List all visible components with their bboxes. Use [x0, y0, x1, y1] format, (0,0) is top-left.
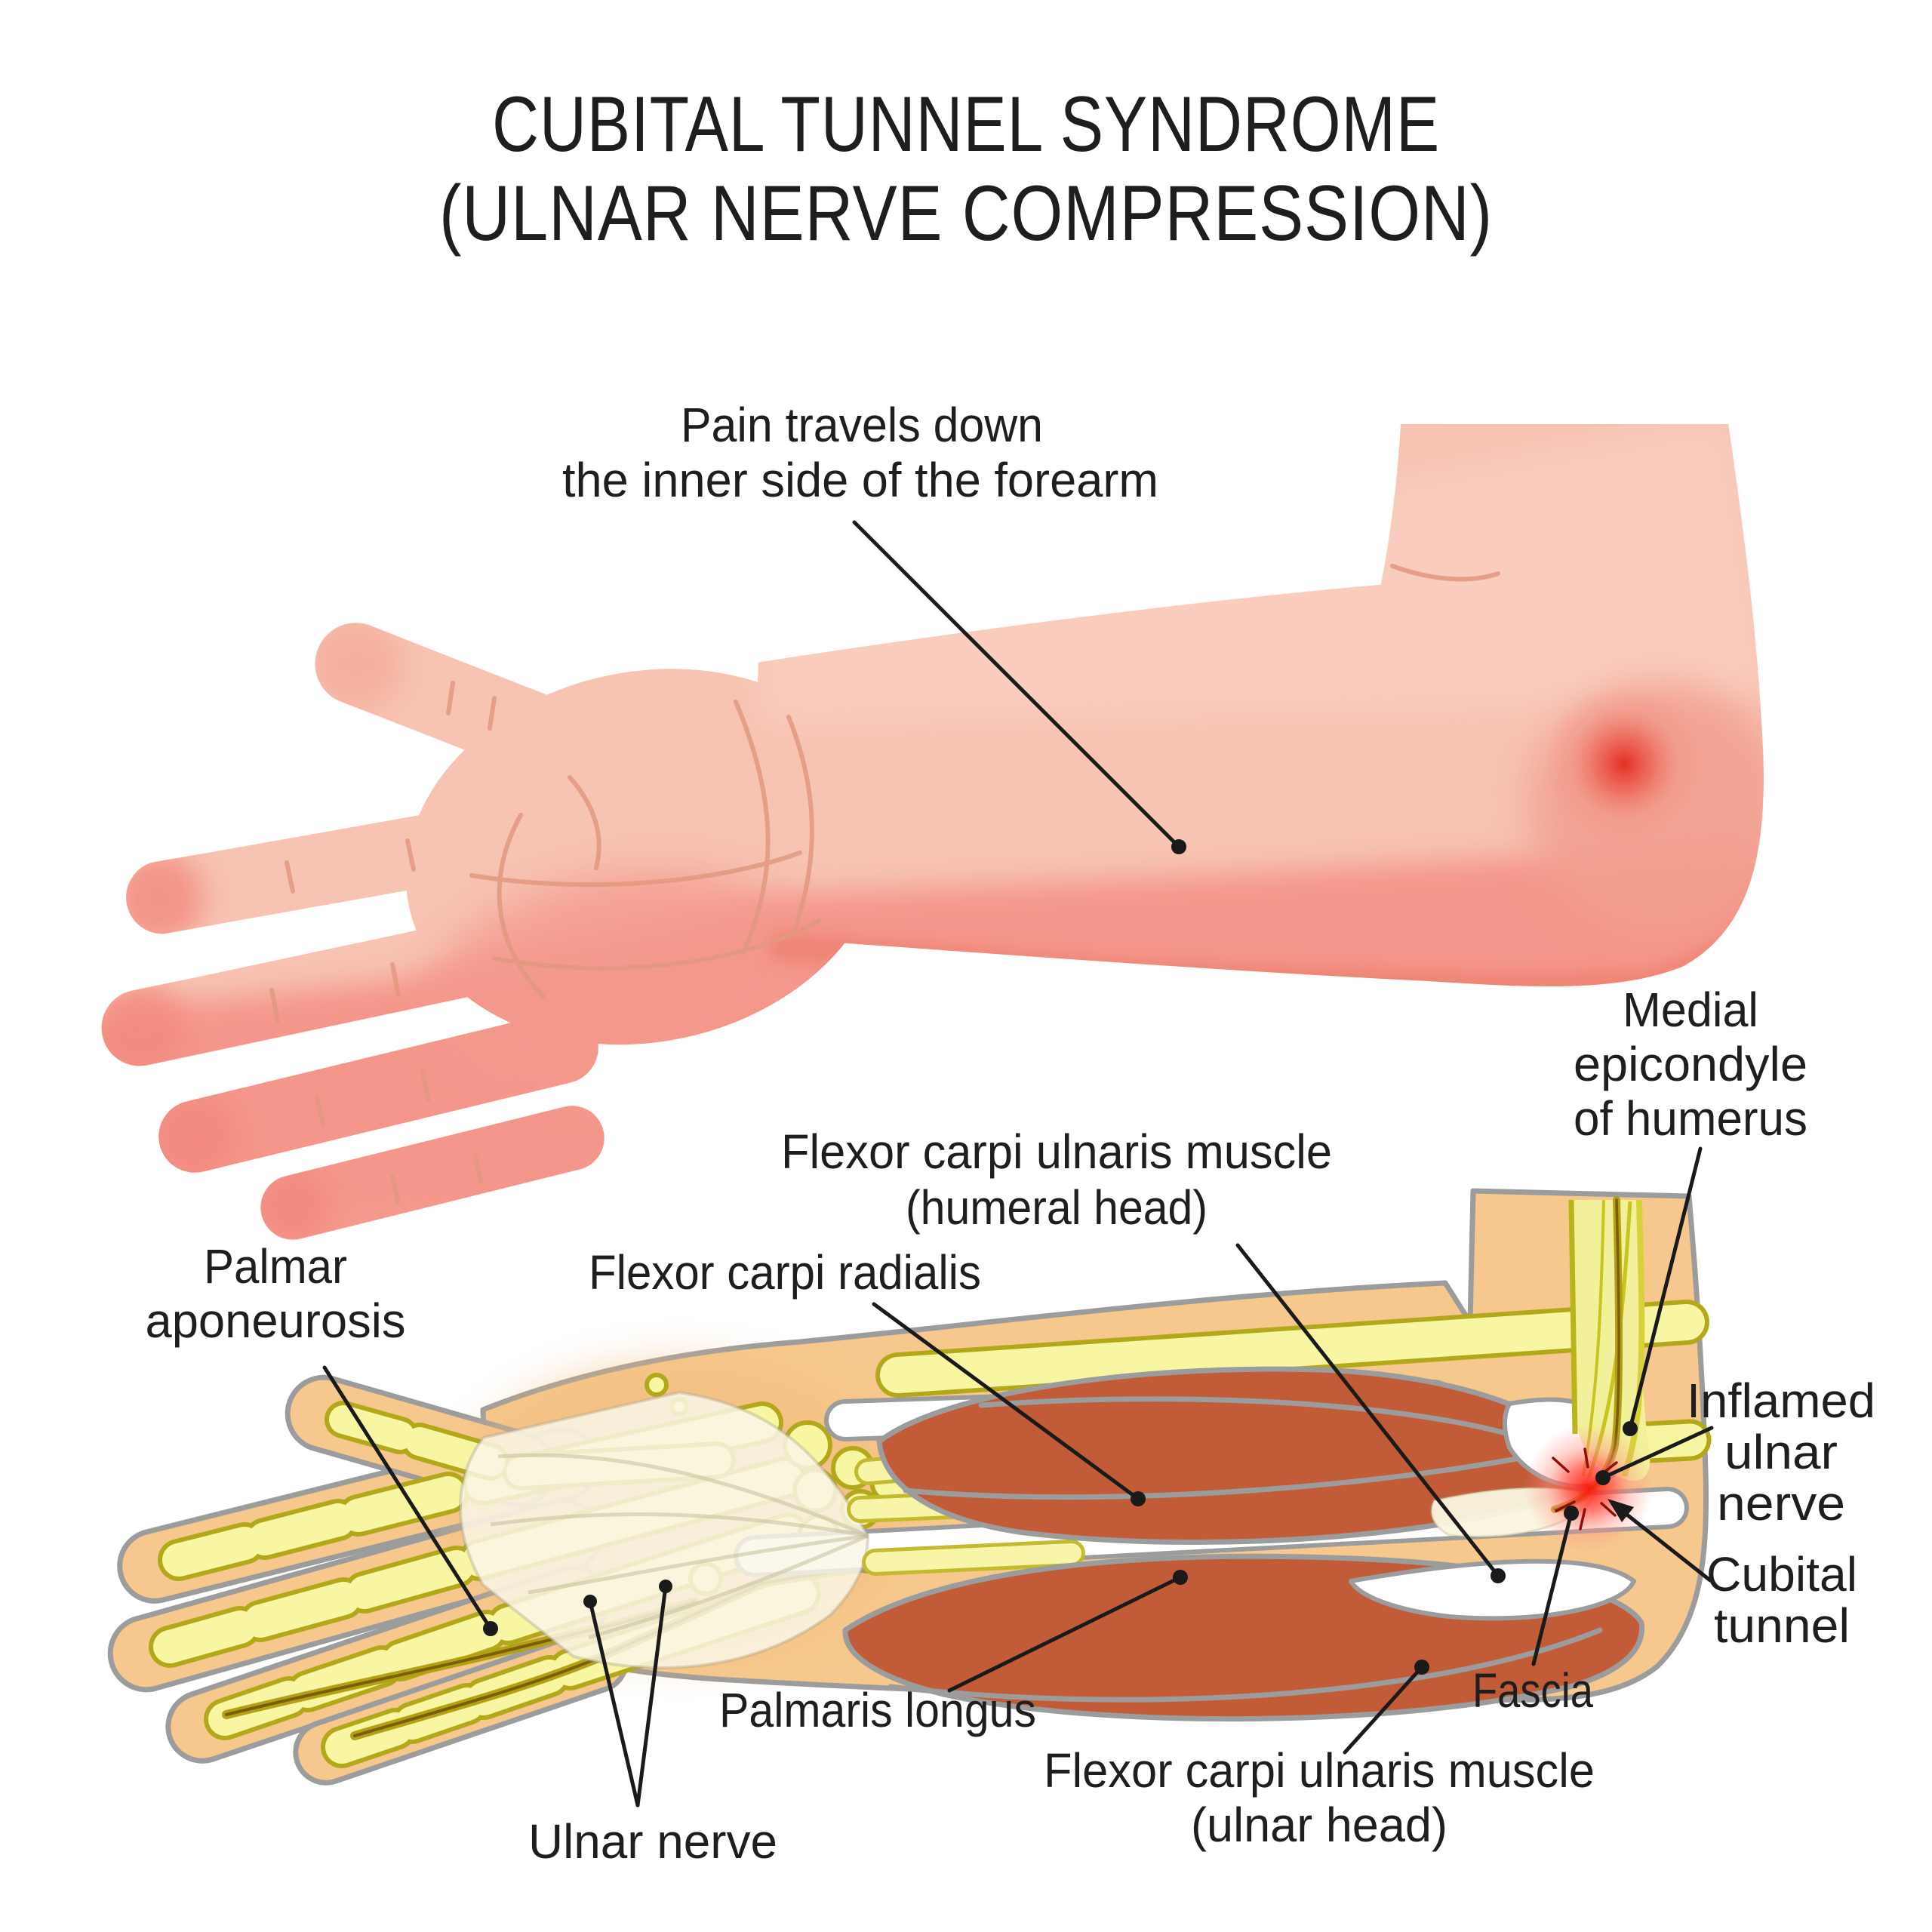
leader-cubital-tunnel-arrowhead	[1607, 1499, 1634, 1522]
label-inflamed-ulnar-nerve-line-2: ulnar	[1724, 1425, 1838, 1479]
leader-palmaris-longus	[947, 1575, 1183, 1693]
leader-inflamed-ulnar-nerve	[1601, 1426, 1714, 1480]
label-medial-epicondyle-line-1: Medial	[1623, 983, 1758, 1037]
label-flexor-carpi-radialis: Flexor carpi radialis	[589, 1245, 981, 1300]
label-palmaris-longus: Palmaris longus	[719, 1683, 1036, 1737]
label-fcu-humeral-line-2: (humeral head)	[906, 1180, 1208, 1235]
label-palmar-aponeurosis-line-1: Palmar	[204, 1239, 347, 1294]
leader-flexor-carpi-radialis	[872, 1302, 1140, 1501]
label-fcu-ulnar-line-1: Flexor carpi ulnaris muscle	[1044, 1743, 1595, 1798]
page-title: CUBITAL TUNNEL SYNDROME (ULNAR NERVE COM…	[439, 81, 1493, 257]
leader-pain	[852, 520, 1181, 849]
palmar-aponeurosis	[459, 1390, 870, 1669]
label-ulnar-nerve: Ulnar nerve	[528, 1814, 777, 1869]
inflamed-spot	[1524, 1424, 1653, 1552]
title-line-1: CUBITAL TUNNEL SYNDROME	[492, 81, 1440, 168]
label-cubital-tunnel-line-2: tunnel	[1714, 1598, 1850, 1653]
leader-fascia	[1531, 1511, 1574, 1666]
label-fcu-ulnar-line-2: (ulnar head)	[1191, 1798, 1447, 1852]
label-inflamed-ulnar-nerve-line-3: nerve	[1717, 1476, 1845, 1531]
skin-creases	[269, 564, 1500, 1204]
leader-cubital-tunnel	[1622, 1510, 1712, 1583]
leader-pain-dot	[1171, 839, 1186, 854]
label-palmar-aponeurosis-line-2: aponeurosis	[146, 1294, 406, 1348]
leader-ulnar-nerve-left	[588, 1599, 640, 1807]
label-medial-epicondyle-line-2: epicondyle	[1574, 1037, 1807, 1091]
label-pain-line-1: Pain travels down	[681, 398, 1043, 452]
label-cubital-tunnel-line-1: Cubital	[1706, 1547, 1857, 1601]
leader-medial-epicondyle	[1628, 1146, 1703, 1431]
label-fcu-humeral-line-1: Flexor carpi ulnaris muscle	[781, 1124, 1332, 1179]
pain-spot	[1545, 685, 1703, 843]
label-inflamed-ulnar-nerve-line-1: Inflamed	[1687, 1374, 1875, 1428]
label-pain-line-2: the inner side of the forearm	[562, 453, 1158, 507]
leader-fcu-ulnar	[1343, 1665, 1424, 1755]
tendon-leaf-lower	[1349, 1558, 1636, 1621]
anatomy-labels: Flexor carpi ulnaris muscle (humeral hea…	[146, 983, 1876, 1869]
title-line-2: (ULNAR NERVE COMPRESSION)	[439, 170, 1493, 257]
label-fascia: Fascia	[1472, 1663, 1593, 1718]
leader-fcu-humeral	[1235, 1243, 1500, 1578]
arm-shading	[68, 419, 1792, 1268]
label-medial-epicondyle-line-3: of humerus	[1574, 1091, 1807, 1146]
top-arm-illustration: Pain travels down the inner side of the …	[68, 398, 1792, 1268]
bottom-anatomy-illustration: Flexor carpi ulnaris muscle (humeral hea…	[107, 983, 1876, 1869]
leader-palmar-aponeurosis	[322, 1365, 493, 1631]
leader-ulnar-nerve-right	[635, 1584, 668, 1807]
